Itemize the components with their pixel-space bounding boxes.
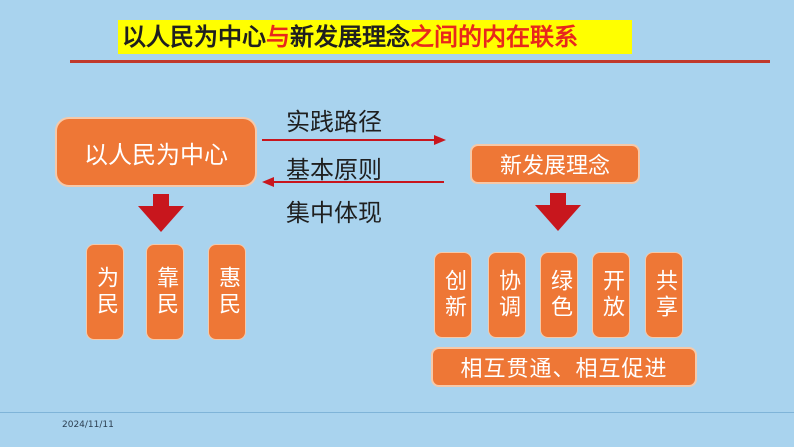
label-concentrated-embodiment: 集中体现 (286, 199, 382, 227)
page-title: 以人民为中心与新发展理念之间的内在联系 (122, 20, 578, 54)
people-item: 靠民 (146, 244, 184, 340)
down-arrow-people-stem (153, 194, 169, 208)
concept-item: 绿色 (540, 252, 578, 338)
center-box-people: 以人民为中心 (55, 117, 257, 187)
arrow-left-head (262, 177, 274, 187)
people-item: 为民 (86, 244, 124, 340)
footer-divider (0, 412, 794, 413)
title-part-people: 以人民为中心 (122, 23, 266, 51)
concept-item: 开放 (592, 252, 630, 338)
title-part-relation: 之间的内在联系 (410, 23, 578, 51)
down-arrow-people-head (138, 206, 184, 232)
concept-item: 共享 (645, 252, 683, 338)
title-part-concept: 新发展理念 (290, 23, 410, 51)
concept-box-development: 新发展理念 (470, 144, 640, 184)
title-part-and: 与 (266, 23, 290, 51)
footer-date: 2024/11/11 (62, 420, 114, 430)
down-arrow-concept-stem (550, 193, 566, 207)
label-basic-principle: 基本原则 (286, 156, 382, 184)
title-highlight (118, 20, 632, 54)
concept-item: 协调 (488, 252, 526, 338)
arrow-right-head (434, 135, 446, 145)
people-item: 惠民 (208, 244, 246, 340)
concept-item: 创新 (434, 252, 472, 338)
label-practice-path: 实践路径 (286, 108, 382, 136)
title-underline (70, 60, 770, 63)
down-arrow-concept-head (535, 205, 581, 231)
union-box: 相互贯通、相互促进 (431, 347, 697, 387)
